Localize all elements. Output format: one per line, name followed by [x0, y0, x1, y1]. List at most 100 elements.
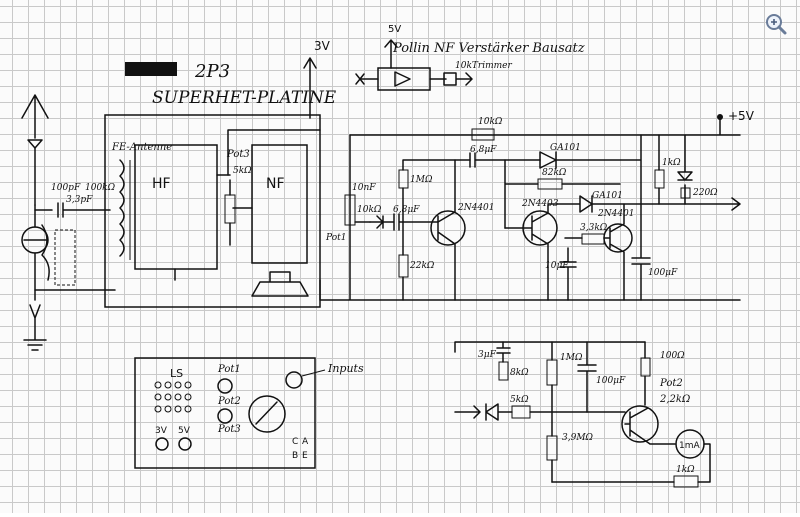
- switch-5v-label: 5V: [178, 426, 191, 436]
- speaker-icon: [251, 271, 309, 297]
- res-3-9m: [546, 435, 558, 461]
- dashed-trim-box: [54, 229, 76, 286]
- loop-coil-icon: [41, 224, 50, 281]
- board-label: SUPERHET-PLATINE: [152, 88, 337, 108]
- board-internal-wiring: [174, 129, 321, 281]
- pot3-resistor: [224, 194, 236, 224]
- res-100-label: 100Ω: [660, 351, 685, 361]
- res-10k-top-label: 10kΩ: [478, 117, 503, 127]
- q2-leads: [504, 204, 549, 301]
- cap-3uf-icon: [496, 341, 511, 363]
- res-10k-pot1-label: 10kΩ: [357, 205, 382, 215]
- diode-input-icon: [369, 215, 384, 229]
- input-jack-icon: [285, 371, 303, 389]
- q3-leads: [564, 203, 625, 301]
- q1-type-label: 2N4401: [457, 203, 495, 213]
- panel-outline: [134, 357, 316, 469]
- kit-label: Pollin NF Verstärker Bausatz: [392, 41, 585, 56]
- res-82k: [537, 178, 563, 190]
- input-coupling: [354, 213, 439, 231]
- res-100: [640, 357, 651, 377]
- cap-100uf-low-icon: [577, 341, 597, 413]
- meter-transistor-leads: [624, 407, 676, 445]
- antenna-section: 100pF 100kΩ 3,3pF: [21, 94, 116, 351]
- bias-wiring: [402, 159, 471, 301]
- rail-5v-right-label: +5V: [728, 109, 755, 123]
- pot1-body: [344, 194, 356, 226]
- rail-5v-top-label: 5V: [388, 24, 401, 35]
- amplifier-circuit: +5V 10kΩ 10nF 10kΩ Pot1 6,8μF 1MΩ 22kΩ 2…: [319, 109, 755, 301]
- res-22k: [398, 254, 409, 278]
- diode-ga101-mid-label: GA101: [592, 191, 623, 201]
- ferrite-coil-icon: [119, 159, 125, 257]
- rail-5v-node: [717, 114, 723, 120]
- zoom-button[interactable]: [764, 12, 788, 36]
- supply-3v-arrow: [303, 57, 317, 119]
- cap-6-8uf-top-label: 6,8μF: [470, 145, 497, 155]
- ls-label: LS: [170, 367, 183, 380]
- pot2-knob: [217, 408, 233, 424]
- feedback-wiring: [504, 159, 621, 229]
- hf-label: HF: [152, 176, 171, 192]
- speaker-grille: [154, 381, 192, 413]
- res-5k: [511, 405, 531, 419]
- pot2-label: Pot2: [659, 378, 683, 389]
- res-5k-label: 5kΩ: [510, 395, 529, 405]
- inputs-label: Inputs: [327, 362, 364, 375]
- meter-return-wiring: [551, 443, 711, 483]
- res-1k: [654, 169, 665, 189]
- meter-mid-wiring: [529, 341, 626, 437]
- res-82k-label: 82kΩ: [542, 168, 567, 178]
- res-1m-low-label: 1MΩ: [560, 353, 583, 363]
- rail-3v-label: 3V: [314, 39, 331, 53]
- board-outline: [104, 114, 321, 308]
- res-3-3k: [581, 233, 605, 245]
- led-indicator-icon: [658, 134, 693, 205]
- opamp-icon: [394, 71, 411, 87]
- pot2-value: 2,2kΩ: [659, 394, 690, 405]
- res-1m-label: 1MΩ: [410, 175, 433, 185]
- ground-icon: [23, 304, 47, 351]
- meter-input-diode-icon: [454, 403, 513, 421]
- tuning-dial-needle: [255, 401, 278, 425]
- scribbled-out-text: [125, 62, 177, 76]
- cap-3-3pf-label: 3,3pF: [66, 195, 93, 205]
- res-8k-label: 8kΩ: [510, 368, 529, 378]
- res-22k-label: 22kΩ: [409, 261, 435, 271]
- nf-label: NF: [266, 176, 285, 192]
- switch-3v-label: 3V: [155, 426, 168, 436]
- res-1m-low: [546, 359, 558, 386]
- coupling-cap-icon: [34, 202, 111, 218]
- supply-rail-5v: [349, 114, 741, 136]
- hf-block: [134, 144, 218, 270]
- res-1k-low-label: 1kΩ: [676, 465, 695, 475]
- diode-ga101-top-label: GA101: [550, 143, 581, 153]
- diode-ga101-mid-icon: [547, 195, 741, 213]
- meter-label: 1mA: [679, 441, 700, 451]
- transistor-meter-icon: [621, 405, 659, 443]
- kit-wiring: [359, 39, 473, 86]
- res-3-3k-label: 3,3kΩ: [580, 223, 608, 233]
- star-mark-icon: [355, 73, 365, 85]
- q3-type-label: 2N4401: [597, 209, 635, 219]
- switch-a-label: A: [302, 437, 309, 447]
- pot3-value: 5kΩ: [233, 166, 252, 176]
- kit-module-box: [377, 67, 431, 91]
- pot3-label: Pot3: [226, 149, 250, 160]
- cap-6-8uf-top-icon: [469, 152, 541, 168]
- switch-e-label: E: [302, 451, 308, 461]
- fe-antenne-label: FE-Antenne: [111, 142, 172, 153]
- switch-5v-icon: [178, 437, 192, 451]
- antenna-icon: [21, 94, 49, 149]
- res-100k-label: 100kΩ: [85, 183, 116, 193]
- panel-pot3-label: Pot3: [217, 424, 241, 435]
- transistor-q1-icon: [430, 210, 466, 246]
- res-220: [680, 187, 691, 199]
- pot1-knob: [217, 378, 233, 394]
- front-panel: LS Pot1 Pot2 Pot3 Inputs 3V 5V C A B E: [134, 357, 364, 469]
- switch-3v-icon: [155, 437, 169, 451]
- nf-block: [251, 144, 308, 264]
- cap-100uf-icon: [631, 134, 651, 301]
- ground-rail: [319, 134, 741, 301]
